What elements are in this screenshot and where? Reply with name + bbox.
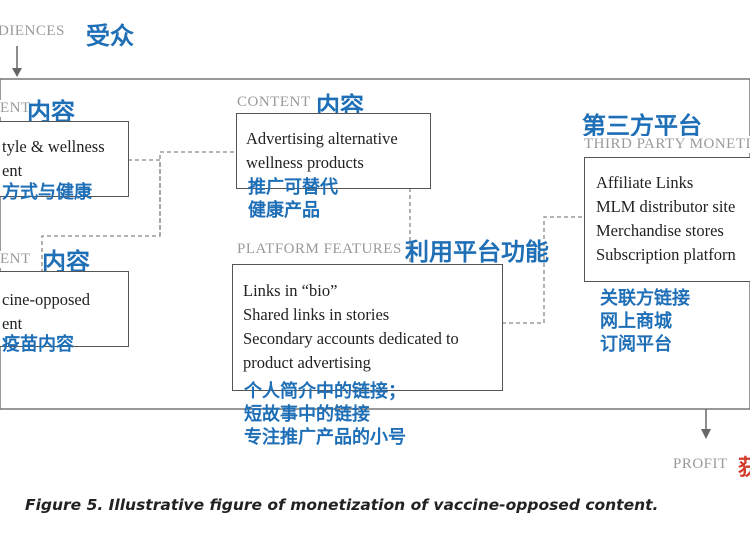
connector-leftbottom-to-middle bbox=[159, 151, 236, 236]
platform-features-line-1: Links in “bio” bbox=[243, 281, 338, 300]
profit-zh-partial: 获 bbox=[738, 456, 750, 481]
audiences-zh: 受众 bbox=[86, 22, 134, 50]
platform-features-zh-note-3: 专注推广产品的小号 bbox=[244, 427, 406, 448]
content-middle-line-1: Advertising alternative bbox=[246, 129, 398, 148]
audiences-arrow-head bbox=[12, 68, 22, 77]
figure-caption: Figure 5. Illustrative figure of monetiz… bbox=[25, 496, 659, 514]
platform-features-line-4: product advertising bbox=[243, 353, 371, 372]
content-left-top-box bbox=[0, 121, 129, 197]
platform-features-zh-note-2: 短故事中的链接 bbox=[244, 404, 370, 425]
outer-frame bbox=[0, 78, 750, 410]
content-left-top-label: ENT bbox=[0, 100, 31, 117]
content-middle-zh-note-2: 健康产品 bbox=[248, 200, 320, 221]
content-middle-zh-note-1: 推广可替代 bbox=[248, 177, 338, 198]
profit-label: PROFIT bbox=[673, 456, 728, 473]
platform-features-line-3: Secondary accounts dedicated to bbox=[243, 329, 459, 348]
content-middle-label: CONTENT bbox=[237, 94, 311, 111]
third-party-line-1: Affiliate Links bbox=[596, 173, 694, 192]
content-left-top-zh-note: 方式与健康 bbox=[2, 182, 92, 203]
third-party-zh-note-2: 网上商城 bbox=[600, 311, 672, 332]
content-middle-line-2: wellness products bbox=[246, 153, 364, 172]
third-party-zh-note-1: 关联方链接 bbox=[600, 288, 690, 309]
audiences-label: DIENCES bbox=[0, 23, 65, 40]
content-left-top-line-1: tyle & wellness bbox=[2, 137, 105, 156]
third-party-label: THIRD PARTY MONETIZ bbox=[584, 136, 750, 153]
content-left-bottom-label: ENT bbox=[0, 251, 31, 268]
platform-features-zh-note-1: 个人简介中的链接； bbox=[244, 381, 406, 402]
third-party-line-3: Merchandise stores bbox=[596, 221, 724, 240]
content-middle-box bbox=[236, 113, 431, 189]
profit-arrow-head bbox=[701, 429, 711, 439]
third-party-line-2: MLM distributor site bbox=[596, 197, 736, 216]
third-party-zh: 第三方平台 bbox=[582, 112, 702, 140]
third-party-line-4: Subscription platforn bbox=[596, 245, 736, 264]
content-left-bottom-line-2: ent bbox=[2, 314, 23, 333]
connector-platform-to-thirdparty bbox=[502, 216, 584, 324]
third-party-zh-note-3: 订阅平台 bbox=[600, 334, 672, 355]
platform-features-zh: 利用平台功能 bbox=[405, 238, 549, 266]
third-party-box bbox=[584, 157, 750, 282]
content-left-bottom-box bbox=[0, 271, 129, 347]
content-left-bottom-line-1: cine-opposed bbox=[2, 290, 90, 309]
platform-features-line-2: Shared links in stories bbox=[243, 305, 390, 324]
content-left-top-line-2: ent bbox=[2, 161, 23, 180]
platform-features-label: PLATFORM FEATURES bbox=[237, 241, 402, 258]
content-left-bottom-zh-note: 疫苗内容 bbox=[2, 334, 74, 355]
platform-features-box bbox=[232, 264, 503, 391]
